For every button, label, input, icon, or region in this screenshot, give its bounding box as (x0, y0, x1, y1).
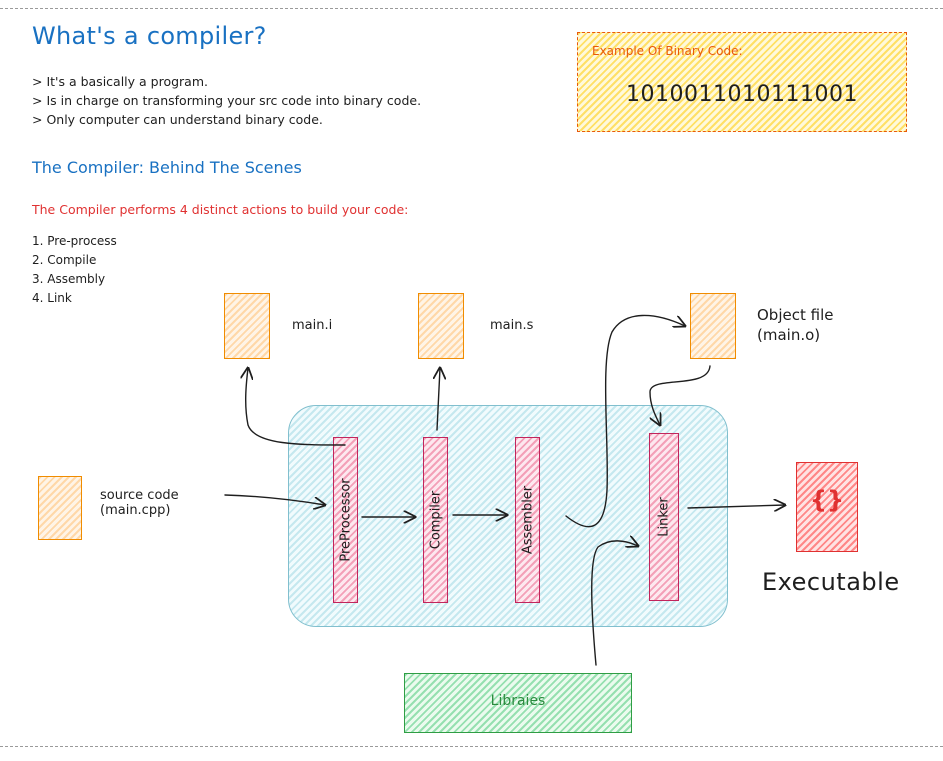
source-label-line: (main.cpp) (100, 503, 171, 518)
arrow-preprocessor-to-main-i (246, 368, 346, 446)
section-subtitle: The Compiler: Behind The Scenes (32, 158, 302, 177)
binary-example-value: 1010011010111001 (626, 82, 858, 107)
step-item: 3. Assembly (32, 272, 106, 286)
step-item: 4. Link (32, 291, 72, 305)
arrow-libraries-to-linker (591, 541, 638, 666)
libraries-box (404, 673, 632, 733)
object-file-label: Object file (main.o) (757, 305, 833, 345)
binary-example-box (577, 32, 907, 132)
bullet-line: > Is in charge on transforming your src … (32, 93, 422, 108)
binary-example-label: Example Of Binary Code: (592, 44, 743, 58)
section-intro: The Compiler performs 4 distinct actions… (32, 202, 409, 217)
executable-label: Executable (762, 568, 900, 596)
executable-box (796, 462, 858, 552)
braces-icon: {} (809, 486, 845, 514)
linker-stage: Linker (649, 433, 679, 601)
steps-list: 1. Pre-process 2. Compile 3. Assembly 4.… (32, 232, 117, 308)
main-s-label: main.s (490, 318, 534, 333)
main-i-file-icon (224, 293, 270, 359)
source-label: source code (main.cpp) (100, 488, 179, 518)
main-s-file-icon (418, 293, 464, 359)
libraries-label: Libraies (490, 693, 546, 709)
assembler-stage: Assembler (515, 437, 540, 603)
preprocessor-stage: PreProcessor (333, 437, 358, 603)
source-file-icon (38, 476, 82, 540)
arrow-compiler-to-main-s (437, 368, 440, 431)
bullet-line: > Only computer can understand binary co… (32, 112, 323, 127)
intro-bullets: > It's a basically a program. > Is in ch… (32, 72, 421, 129)
object-file-icon (690, 293, 736, 359)
bottom-divider (0, 746, 943, 747)
arrow-linker-to-executable (687, 505, 785, 508)
bullet-line: > It's a basically a program. (32, 74, 208, 89)
arrow-assembler-to-object (565, 314, 685, 528)
object-label-line: Object file (757, 306, 834, 324)
compiler-stage: Compiler (423, 437, 448, 603)
source-label-line: source code (100, 488, 179, 503)
main-i-label: main.i (292, 318, 333, 333)
arrow-source-to-preprocessor (224, 494, 325, 505)
object-label-line: (main.o) (757, 326, 821, 344)
page-title: What's a compiler? (32, 22, 267, 50)
top-divider (0, 8, 943, 9)
arrow-object-to-linker (650, 365, 711, 425)
step-item: 1. Pre-process (32, 234, 117, 248)
step-item: 2. Compile (32, 253, 97, 267)
